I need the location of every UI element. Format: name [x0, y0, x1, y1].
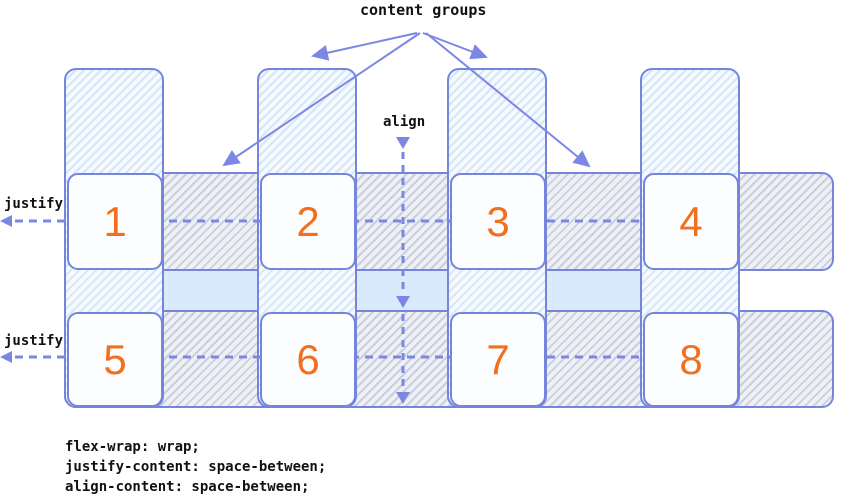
- code-line-justify-content: justify-content: space-between;: [65, 459, 327, 475]
- flex-item-7: 7: [450, 312, 546, 407]
- code-caption: flex-wrap: wrap; justify-content: space-…: [65, 437, 326, 495]
- code-line-flex-wrap: flex-wrap: wrap;: [65, 439, 200, 455]
- align-content-gap-band: [64, 271, 740, 310]
- justify-label-row2: justify: [4, 333, 64, 349]
- content-groups-label: content groups: [360, 1, 487, 19]
- flex-item-4: 4: [643, 173, 739, 270]
- code-line-align-content: align-content: space-between;: [65, 479, 310, 495]
- justify-label-row1: justify: [4, 196, 64, 212]
- flex-item-3: 3: [450, 173, 546, 270]
- flex-item-6: 6: [260, 312, 356, 407]
- flex-item-2: 2: [260, 173, 356, 270]
- flex-item-8: 8: [643, 312, 739, 407]
- flex-item-1: 1: [67, 173, 163, 270]
- flex-item-5: 5: [67, 312, 163, 407]
- align-label: align: [383, 114, 426, 130]
